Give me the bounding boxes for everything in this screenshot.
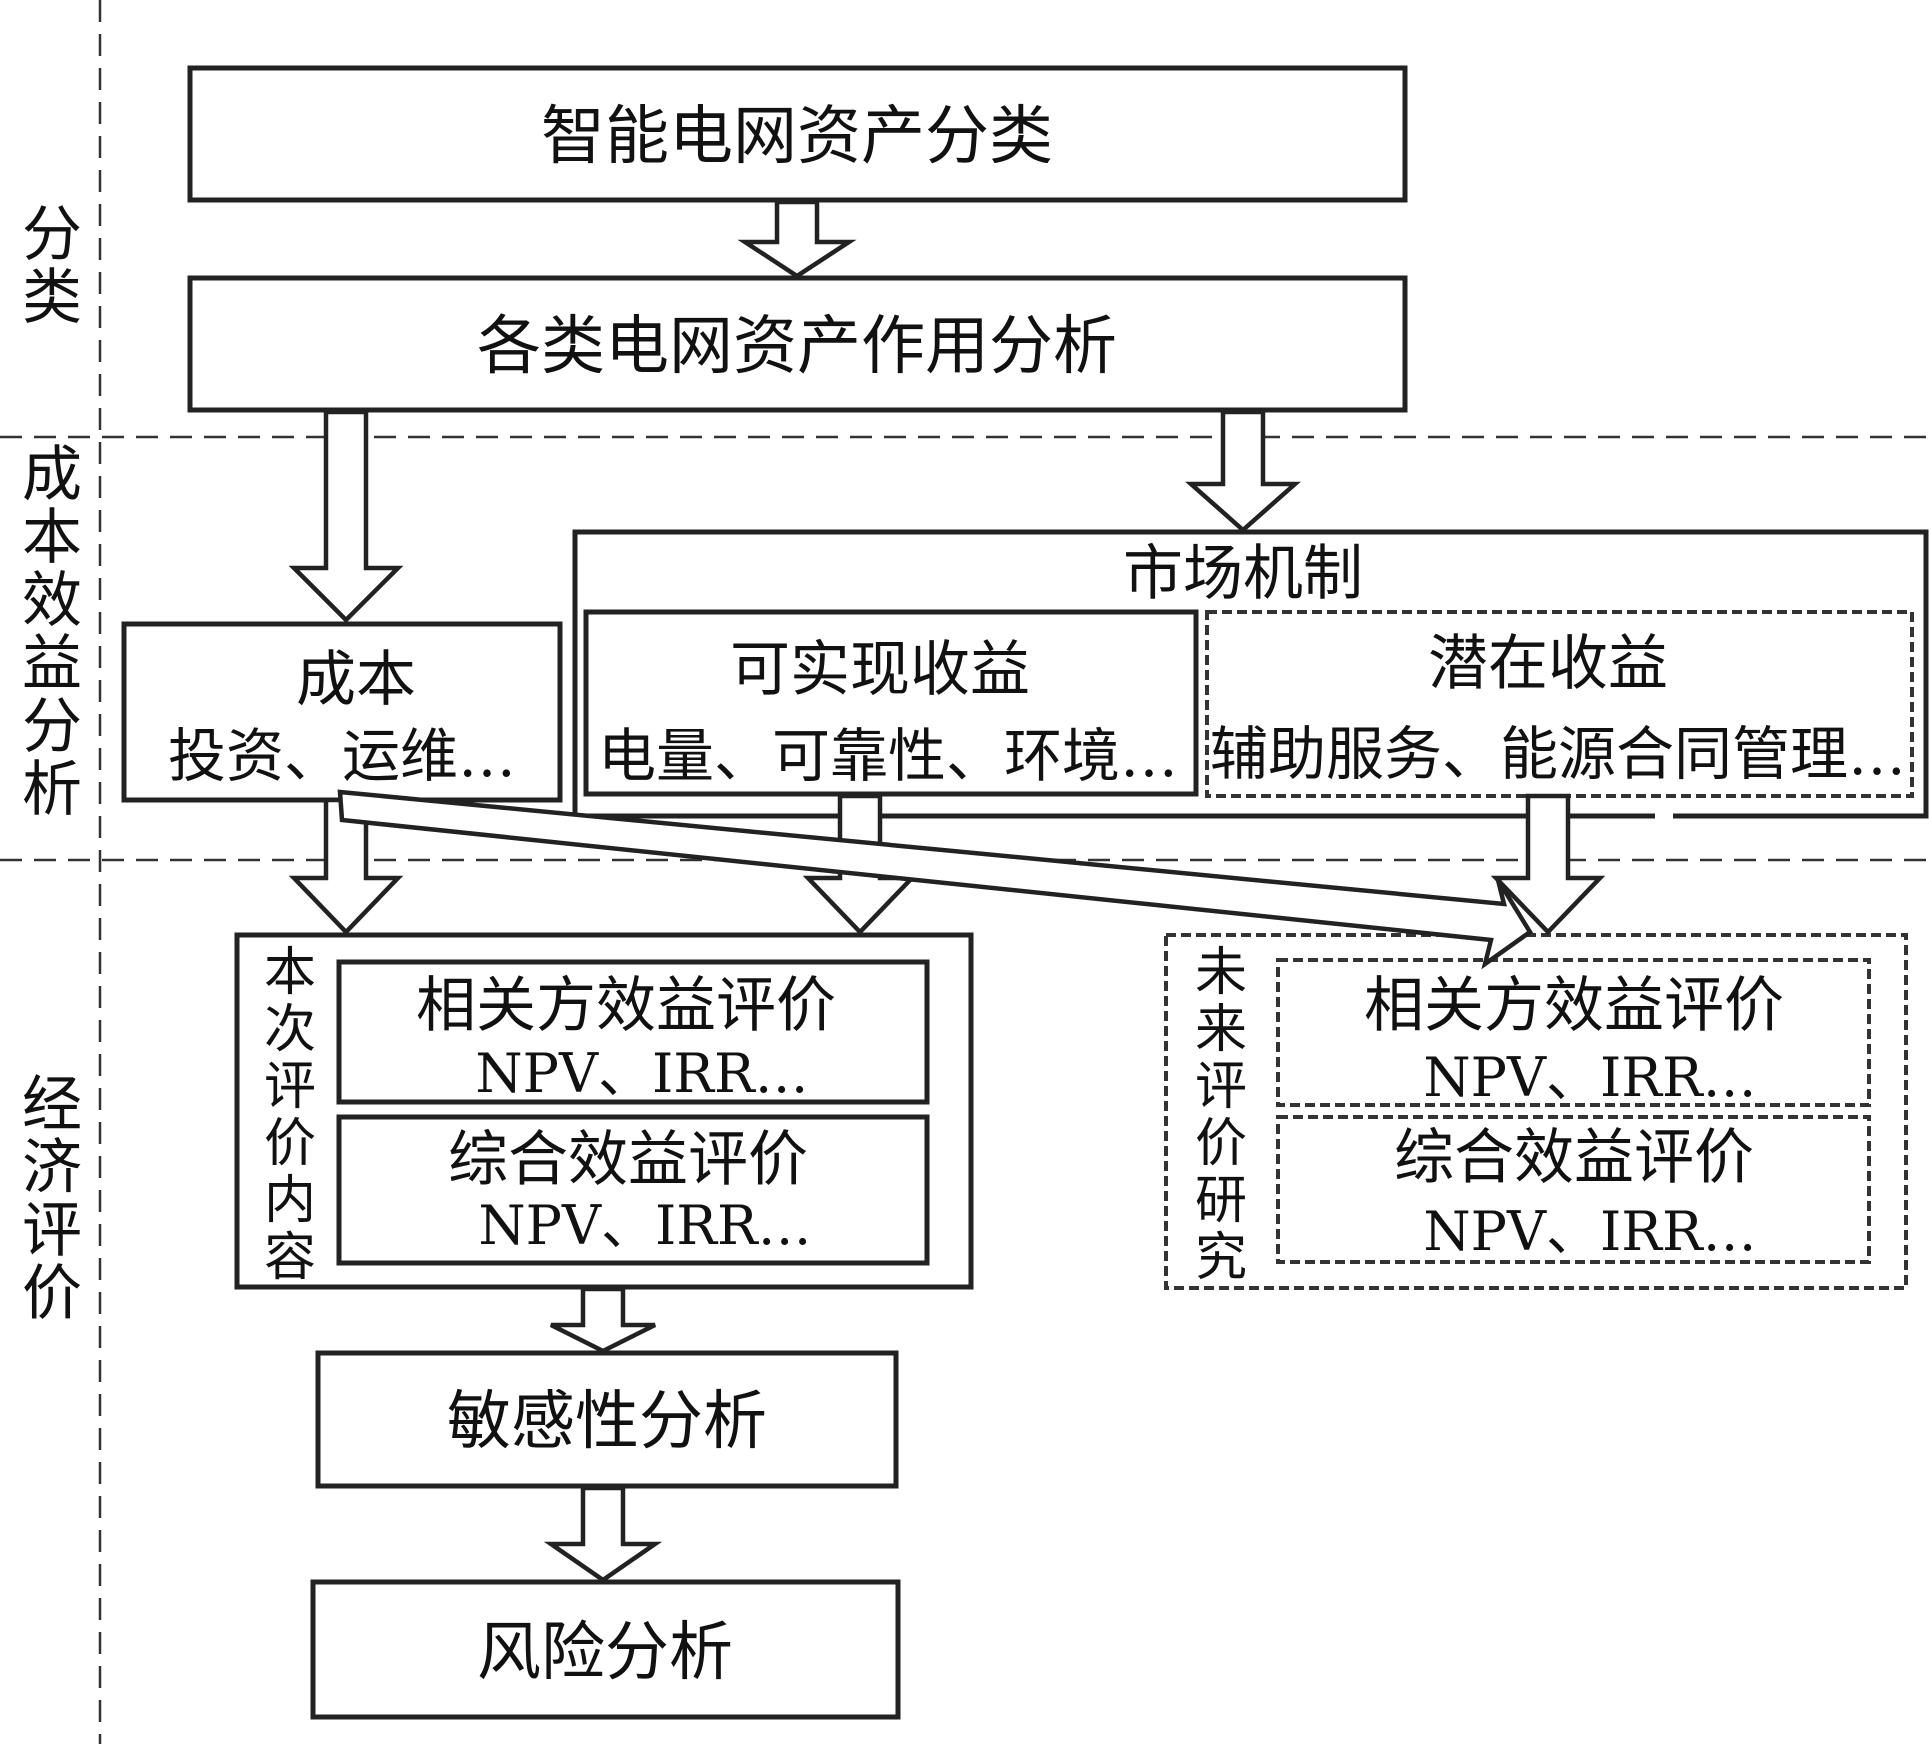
- arrow-classification-to-role: [737, 199, 857, 279]
- vertical-char: 究: [1195, 1228, 1247, 1288]
- vertical-char: 本: [22, 503, 82, 573]
- vertical-char: 评: [22, 1196, 82, 1266]
- smart-grid-classification-label: 智能电网资产分类: [541, 100, 1053, 174]
- future-comprehensive-evaluation-metrics: NPV、IRR…: [1423, 1200, 1756, 1263]
- potential-benefit-box: 潜在收益 辅助服务、能源合同管理…: [1205, 610, 1914, 798]
- potential-benefit-items: 辅助服务、能源合同管理…: [1210, 720, 1906, 788]
- comprehensive-evaluation-title: 综合效益评价: [448, 1125, 808, 1195]
- future-stakeholder-evaluation-metrics: NPV、IRR…: [1423, 1046, 1756, 1109]
- current-evaluation-label: 本次评价内容: [264, 943, 316, 1288]
- arrow-sensitivity-to-risk: [543, 1485, 663, 1583]
- future-comprehensive-evaluation-title: 综合效益评价: [1394, 1123, 1754, 1193]
- comprehensive-evaluation-metrics: NPV、IRR…: [478, 1194, 811, 1257]
- cost-box: 成本 投资、运维…: [121, 621, 563, 803]
- vertical-char: 益: [22, 629, 82, 699]
- section-label-cost-benefit: 成本效益分析: [22, 440, 82, 825]
- arrow-potential-to-future-eval: [1490, 793, 1606, 936]
- sensitivity-analysis-box: 敏感性分析: [315, 1350, 899, 1489]
- vertical-char: 分: [22, 692, 82, 762]
- future-stakeholder-evaluation-title: 相关方效益评价: [1364, 971, 1784, 1041]
- risk-analysis-box: 风险分析: [310, 1579, 901, 1720]
- vertical-char: 研: [1195, 1171, 1247, 1231]
- vertical-char: 容: [264, 1228, 316, 1288]
- vertical-char: 评: [1195, 1057, 1247, 1117]
- arrow-role-to-cost: [288, 409, 404, 624]
- vertical-char: 济: [22, 1133, 82, 1203]
- realizable-benefit-items: 电量、可靠性、环境…: [598, 722, 1178, 790]
- asset-role-analysis-label: 各类电网资产作用分析: [477, 310, 1117, 384]
- current-evaluation-box: 本次评价内容 相关方效益评价 NPV、IRR… 综合效益评价 NPV、IRR…: [234, 932, 974, 1290]
- market-box-border-gap: [1655, 810, 1673, 822]
- asset-role-analysis-box: 各类电网资产作用分析: [187, 275, 1408, 413]
- section-label-classification: 分类: [22, 200, 82, 333]
- stakeholder-evaluation-metrics: NPV、IRR…: [475, 1042, 808, 1105]
- vertical-char: 价: [1195, 1114, 1247, 1174]
- vertical-char: 价: [264, 1114, 316, 1174]
- vertical-char: 内: [264, 1171, 316, 1231]
- smart-grid-classification-box: 智能电网资产分类: [187, 65, 1408, 203]
- potential-benefit-title: 潜在收益: [1428, 629, 1668, 699]
- cost-items: 投资、运维…: [168, 722, 516, 790]
- future-evaluation-box: 未来评价研究 相关方效益评价 NPV、IRR… 综合效益评价 NPV、IRR…: [1164, 933, 1908, 1290]
- vertical-char: 经: [22, 1070, 82, 1140]
- section-label-economic-eval: 经济评价: [22, 1070, 82, 1329]
- risk-analysis-label: 风险分析: [477, 1616, 733, 1690]
- vertical-char: 类: [22, 263, 82, 333]
- vertical-char: 成: [22, 440, 82, 510]
- vertical-char: 价: [22, 1259, 82, 1329]
- vertical-char: 析: [22, 755, 82, 825]
- stakeholder-evaluation-title: 相关方效益评价: [416, 971, 836, 1041]
- vertical-char: 未: [1195, 943, 1247, 1003]
- comprehensive-evaluation-box: 综合效益评价 NPV、IRR…: [336, 1114, 930, 1266]
- realizable-benefit-title: 可实现收益: [730, 635, 1030, 705]
- vertical-char: 分: [22, 200, 82, 270]
- future-stakeholder-evaluation-box: 相关方效益评价 NPV、IRR…: [1276, 958, 1871, 1109]
- vertical-char: 本: [264, 943, 316, 1003]
- stakeholder-evaluation-box: 相关方效益评价 NPV、IRR…: [336, 959, 930, 1105]
- market-mechanism-title: 市场机制: [1123, 539, 1363, 609]
- vertical-char: 效: [22, 566, 82, 636]
- diagonal-arrow-cost-to-future: [337, 789, 1534, 970]
- future-evaluation-label: 未来评价研究: [1195, 943, 1247, 1288]
- cost-title: 成本: [296, 645, 416, 715]
- sensitivity-analysis-label: 敏感性分析: [447, 1385, 767, 1459]
- arrow-current-eval-to-sensitivity: [549, 1286, 657, 1354]
- realizable-benefit-box: 可实现收益 电量、可靠性、环境…: [583, 609, 1199, 797]
- vertical-char: 来: [1195, 1000, 1247, 1060]
- future-comprehensive-evaluation-box: 综合效益评价 NPV、IRR…: [1276, 1115, 1871, 1264]
- arrow-role-to-market: [1185, 409, 1301, 534]
- vertical-char: 评: [264, 1057, 316, 1117]
- vertical-char: 次: [264, 1000, 316, 1060]
